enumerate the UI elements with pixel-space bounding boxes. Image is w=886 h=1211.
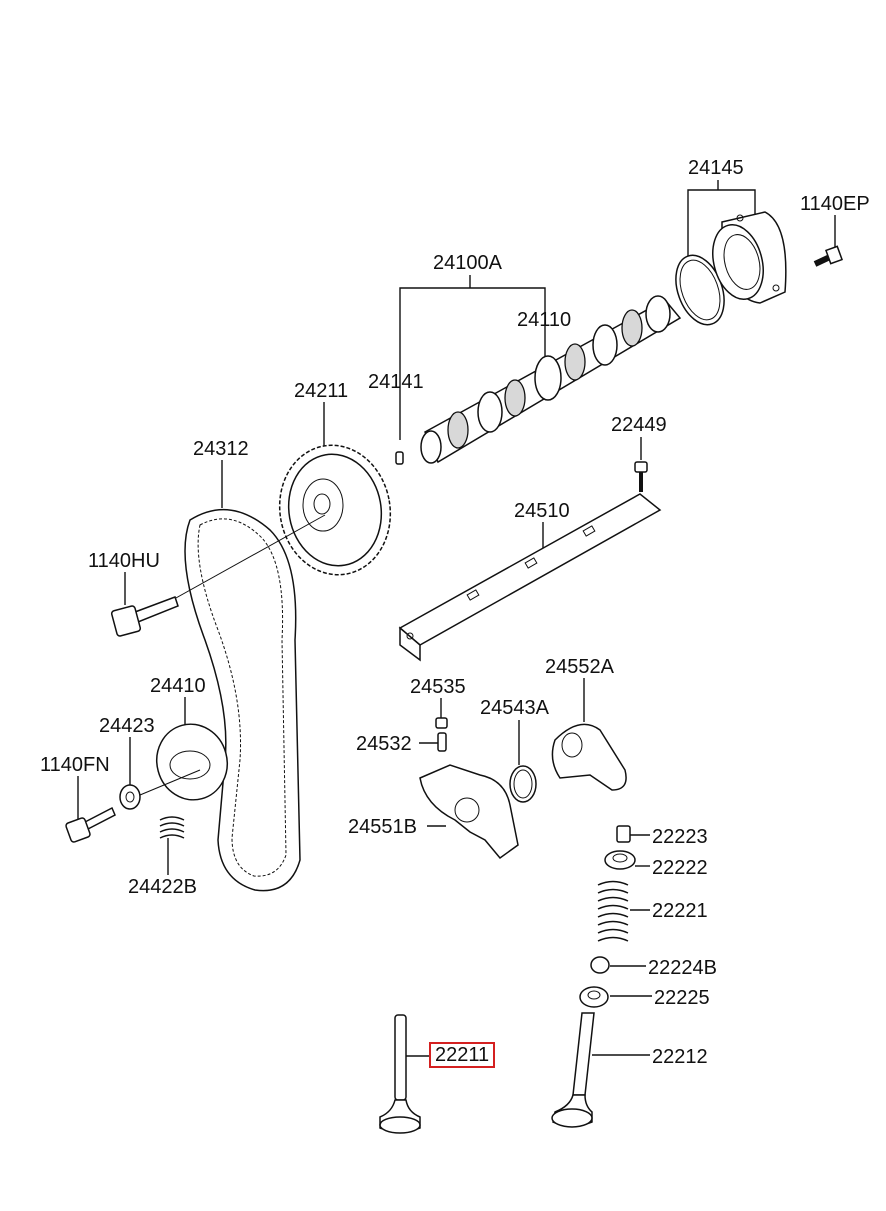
label-24211[interactable]: 24211: [294, 380, 349, 402]
label-1140hu[interactable]: 1140HU: [88, 550, 160, 572]
label-24510[interactable]: 24510: [514, 500, 570, 522]
valve-spring-seat-part: [579, 986, 609, 1008]
bolt-1140hu-part: [110, 514, 326, 637]
label-22449[interactable]: 22449: [611, 414, 667, 436]
exhaust-valve-part: [551, 1012, 595, 1128]
tensioner-part: [139, 723, 228, 801]
spring-ring-part: [509, 765, 537, 803]
spring-24422b-part: [159, 816, 185, 839]
label-24410[interactable]: 24410: [150, 675, 206, 697]
label-24423[interactable]: 24423: [99, 715, 155, 737]
label-24141[interactable]: 24141: [368, 371, 424, 393]
bolt-1140fn-part: [65, 806, 116, 843]
bolt-22449-part: [634, 461, 648, 492]
label-22223[interactable]: 22223: [652, 826, 708, 848]
label-24532[interactable]: 24532: [356, 733, 412, 755]
adjust-screw-part: [437, 732, 447, 752]
intake-valve-part: [379, 1014, 421, 1134]
label-22225[interactable]: 22225: [654, 987, 710, 1009]
label-1140fn[interactable]: 1140FN: [40, 754, 110, 776]
label-24543a[interactable]: 24543A: [480, 697, 549, 719]
label-24535[interactable]: 24535: [410, 676, 466, 698]
seal-housing-part: [675, 211, 787, 326]
bolt-1140ep-part: [813, 245, 843, 267]
label-22224b[interactable]: 22224B: [648, 957, 717, 979]
timing-belt-part: [184, 508, 301, 892]
label-24110[interactable]: 24110: [517, 309, 572, 331]
label-22222[interactable]: 22222: [652, 857, 708, 879]
cam-sprocket-part: [278, 444, 392, 576]
washer-24423-part: [119, 784, 141, 810]
rocker-shaft-part: [398, 493, 662, 662]
label-24145[interactable]: 24145: [688, 157, 744, 179]
rocker-arm-24551b-part: [419, 764, 519, 860]
valve-spring-part: [597, 880, 629, 942]
leader-lines: [77, 180, 836, 1057]
valve-stem-seal-part: [590, 956, 610, 974]
label-24422b[interactable]: 24422B: [128, 876, 197, 898]
label-24100a[interactable]: 24100A: [433, 252, 502, 274]
rocker-arm-24552a-part: [551, 723, 627, 791]
pin-24141-part: [395, 451, 404, 465]
label-24552a[interactable]: 24552A: [545, 656, 614, 678]
adjust-nut-part: [435, 717, 448, 729]
valve-retainer-lock-part: [616, 825, 631, 843]
valve-spring-retainer-part: [604, 850, 636, 870]
label-24312[interactable]: 24312: [193, 438, 249, 460]
label-24551b[interactable]: 24551B: [348, 816, 417, 838]
label-22221[interactable]: 22221: [652, 900, 708, 922]
label-1140ep[interactable]: 1140EP: [800, 193, 870, 215]
camshaft-part: [420, 295, 682, 464]
label-22211-highlighted[interactable]: 22211: [429, 1042, 496, 1068]
label-22212[interactable]: 22212: [652, 1046, 708, 1068]
